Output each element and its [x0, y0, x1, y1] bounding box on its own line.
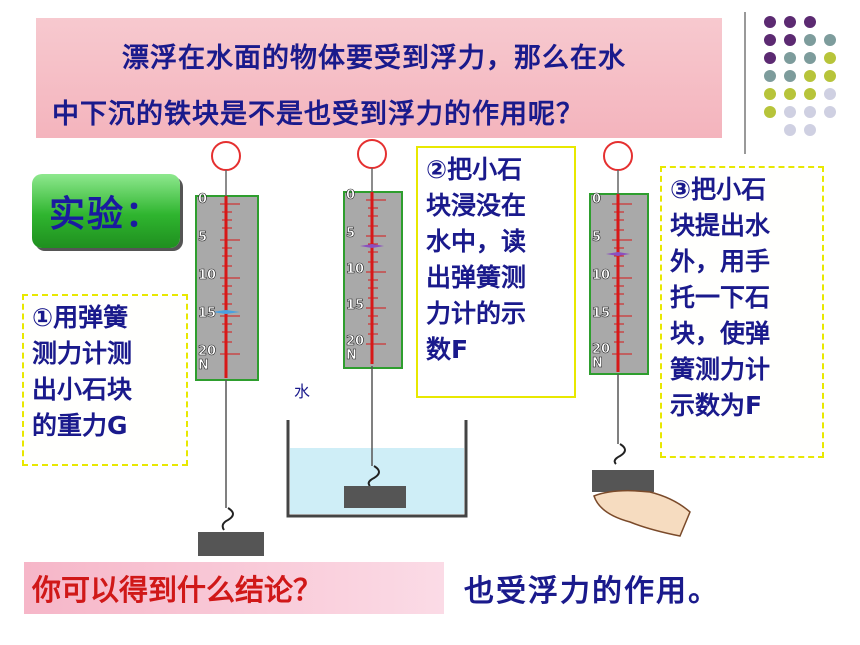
dots-purple [764, 16, 836, 136]
experiment-label: 实验： [32, 174, 180, 248]
tick-label: 15 [346, 298, 365, 314]
scale-2-pointer [360, 244, 384, 248]
step3-line: 外，用手 [670, 247, 771, 276]
tick-label: 0 [198, 192, 208, 208]
tick-label: 5 [198, 230, 208, 246]
unit-label: N [346, 348, 357, 364]
step2-line: 力计的示 [426, 299, 527, 328]
spring-scale-3 [589, 141, 691, 537]
step3-line: 托一下石 [670, 283, 771, 312]
step3-line: 块，使弹 [670, 319, 771, 348]
spring-scale-2 [343, 139, 406, 508]
tick-label: 20 [592, 342, 611, 358]
step3-note: ③把小石 块提出水 外，用手 托一下石 块，使弹 簧测力计 示数为F [660, 166, 824, 458]
tick-label: 10 [346, 262, 365, 278]
tick-label: 0 [592, 192, 602, 208]
unit-label: N [198, 358, 209, 374]
stone-block-3 [592, 470, 654, 492]
step2-line: 数F [426, 335, 469, 364]
header-line-1: 漂浮在水面的物体要受到浮力，那么在水 [122, 43, 626, 74]
tick-label: 5 [592, 230, 602, 246]
step2-line: 块浸没在 [426, 191, 527, 220]
decorative-dots [764, 16, 836, 136]
conclusion-answer: 也受浮力的作用。 [464, 574, 720, 609]
water-label: 水 [294, 382, 311, 401]
step1-line: ①用弹簧 [32, 303, 129, 332]
tick-label: 10 [592, 268, 611, 284]
step2-line: ②把小石 [426, 155, 523, 184]
step2-line: 水中，读 [426, 227, 527, 256]
tick-label: 20 [198, 344, 217, 360]
tick-label: 15 [198, 306, 217, 322]
step3-line: 块提出水 [670, 211, 771, 240]
divider-line [744, 12, 746, 154]
step1-line: 的重力G [32, 411, 128, 440]
tick-label: 20 [346, 334, 365, 350]
step3-line: 簧测力计 [670, 355, 771, 384]
tick-label: 0 [346, 188, 356, 204]
header-banner: 漂浮在水面的物体要受到浮力，那么在水 中下沉的铁块是不是也受到浮力的作用呢？ [36, 18, 722, 138]
header-line-2: 中下沉的铁块是不是也受到浮力的作用呢？ [52, 99, 584, 130]
stone-block-1 [198, 532, 264, 556]
conclusion-question: 你可以得到什么结论？ [24, 562, 444, 614]
scale-3-pointer [606, 252, 630, 256]
tick-label: 15 [592, 306, 611, 322]
step3-line: 示数为F [670, 391, 763, 420]
step2-line: 出弹簧测 [426, 263, 527, 292]
step3-line: ③把小石 [670, 175, 767, 204]
tick-label: 5 [346, 226, 356, 242]
step1-note: ①用弹簧 测力计测 出小石块 的重力G [22, 294, 188, 466]
step1-line: 出小石块 [32, 375, 133, 404]
scale-1-ticks [220, 203, 240, 355]
spring-scale-1 [195, 141, 264, 556]
hand-icon [593, 489, 691, 537]
unit-label: N [592, 356, 603, 372]
tick-label: 10 [198, 268, 217, 284]
scale-3-ticks [612, 203, 632, 355]
step2-note: ②把小石 块浸没在 水中，读 出弹簧测 力计的示 数F [416, 146, 576, 398]
stone-block-2 [344, 486, 406, 508]
step1-line: 测力计测 [32, 339, 133, 368]
scale-2-ticks [366, 199, 386, 345]
scale-1-pointer [212, 310, 240, 314]
